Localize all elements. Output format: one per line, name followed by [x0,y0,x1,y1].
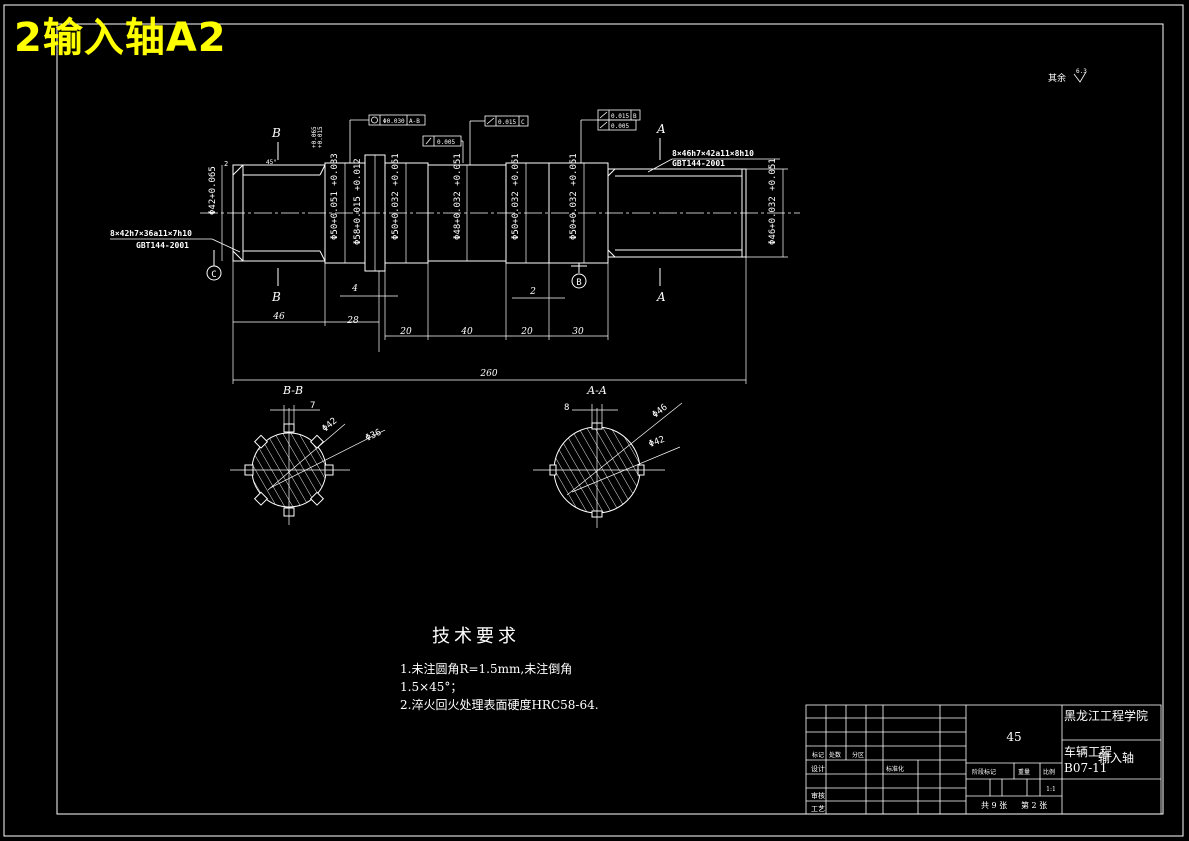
tol-frame-4-value: 0.015 [611,113,629,120]
aa-dia-42: Φ42 [648,435,667,450]
dim-left-end: Φ42+0.065 [208,166,218,215]
section-bb-view [230,405,386,525]
tol-frame-3-value: 0.015 [498,119,516,126]
dim-d7: Φ46+0.032 +0.051 [768,158,778,245]
top-tol-1: +0.065 [311,126,318,148]
drawing-title: 2输入轴A2 [14,15,227,61]
tb-material: 45 [1006,730,1021,744]
section-label-b-bottom: B [271,290,281,304]
spline-right-leader [647,158,780,173]
section-label-b-top: B [271,126,281,140]
dim-len-2: 2 [529,287,536,297]
tb-h-mark: 标记 [812,751,824,759]
section-cut-markers [277,138,661,286]
dim-len-20a: 20 [399,327,412,337]
bb-width-label: 7 [310,401,315,411]
chamfer-angle-label: 45° [266,159,277,166]
tb-h-design: 设计 [811,764,825,773]
spline-left-leader [110,238,241,253]
roughness-value: 6.3 [1076,68,1087,75]
dim-len-40: 40 [460,327,473,337]
tb-major: 车辆工程 [1064,744,1112,759]
aa-dia-46: Φ46 [651,402,670,420]
spline-left-std: GBT144-2001 [136,241,189,250]
tol-frame-3-datum: C [521,119,525,126]
length-dim-lines [232,257,747,384]
chamfer-left-label: 2 [224,160,228,168]
section-bb-title: B-B [282,384,303,397]
tb-h-process: 工艺 [811,805,825,813]
tb-school: 黑龙江工程学院 [1064,708,1148,723]
tb-h-stage: 阶段标记 [972,768,996,776]
bb-dia-36: Φ36 [364,428,383,444]
tol-frame-4-datum: B [633,113,637,120]
tech-requirement-1-cont: 1.5×45°； [400,680,463,694]
section-aa-view [533,402,683,528]
tech-requirement-2: 2.淬火回火处理表面硬度HRC58-64. [400,698,599,712]
tb-h-zone: 分区 [852,751,864,759]
diameter-dim-lines [221,155,788,271]
roughness-note: 其余 [1048,72,1066,84]
roughness-symbol-icon [1073,71,1087,83]
tb-h-qty: 处数 [829,751,841,759]
tol-frame-1-datum: A-B [409,118,420,125]
spline-right-std: GBT144-2001 [672,159,725,168]
tb-sheet-total: 共 9 张 [981,801,1007,810]
tb-h-scale: 比例 [1043,768,1055,776]
datum-c: C [206,250,222,281]
tb-part-name: 输入轴 [1098,750,1134,765]
tech-requirement-1: 1.未注圆角R=1.5mm,未注倒角 [400,662,573,676]
dim-d5: Φ50+0.032 +0.051 [511,153,521,240]
tol-frame-2-value: 0.005 [437,139,455,146]
section-aa-title: A-A [586,384,607,397]
spline-left-spec: 8×42h7×36a11×7h10 [110,229,192,238]
tb-h-weight: 重量 [1018,768,1030,776]
spline-right-spec: 8×46h7×42a11×8h10 [672,149,754,158]
dim-len-46: 46 [272,312,285,322]
tolerance-frames [349,109,641,165]
dim-d3: Φ50+0.032 +0.051 [391,153,401,240]
dim-d2: Φ58+0.015 +0.012 [353,158,363,245]
tb-sheet-no: 第 2 张 [1021,800,1047,810]
drawing-frame [56,23,1164,815]
dim-len-total: 260 [479,369,497,379]
datum-b: B [571,263,587,289]
section-label-a-bottom: A [656,290,666,304]
title-block [805,704,1162,815]
tol-frame-5-value: 0.005 [611,123,629,130]
tb-scale: 1:1 [1046,786,1056,793]
datum-b-label: B [576,278,581,288]
tb-drawing-no: B07-11 [1064,761,1107,775]
top-tol-2: +0.015 [317,126,324,148]
dim-len-4: 4 [351,284,358,294]
section-label-a-top: A [656,122,666,136]
dim-len-30: 30 [572,327,584,337]
datum-c-label: C [211,270,216,280]
dim-d4: Φ48+0.032 +0.051 [453,153,463,240]
tb-h-review: 审核 [811,791,825,800]
dim-len-28: 28 [346,316,359,326]
tech-requirements-heading: 技术要求 [432,626,520,647]
tol-frame-1-value: Φ0.030 [383,118,405,125]
outer-border [3,4,1184,837]
dim-len-20b: 20 [520,327,533,337]
dim-d1: Φ50+0.051 +0.033 [330,153,340,240]
dim-d6: Φ50+0.032 +0.051 [569,153,579,240]
aa-width-label: 8 [564,403,569,413]
tb-h-std: 标准化 [886,765,904,773]
